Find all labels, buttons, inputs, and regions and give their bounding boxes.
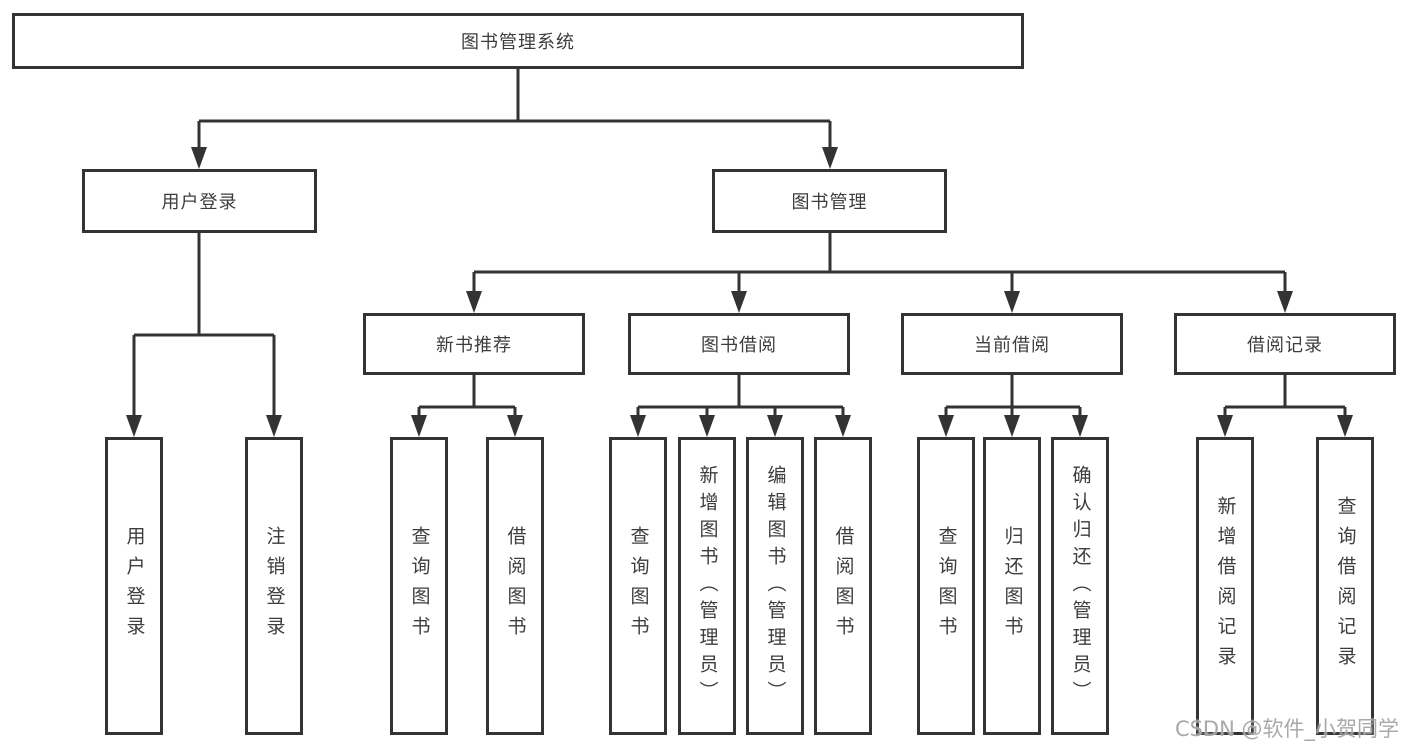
leaf-borrow-books-1: 借阅图书 <box>486 437 544 735</box>
node-user-login-label: 用户登录 <box>161 192 238 213</box>
leaf-return-books: 归还图书 <box>983 437 1041 735</box>
leaf-query-books-1-label: 查询图书 <box>408 526 431 646</box>
node-book-borrowing: 图书借阅 <box>628 313 850 375</box>
leaf-query-borrow-record-label: 查询借阅记录 <box>1334 496 1357 676</box>
leaf-logout-label: 注销登录 <box>263 526 286 646</box>
leaf-confirm-return-admin-label: 确认归还（管理员） <box>1069 464 1092 708</box>
leaf-edit-books-admin-label: 编辑图书（管理员） <box>764 464 787 708</box>
leaf-add-borrow-record: 新增借阅记录 <box>1196 437 1254 735</box>
leaf-query-borrow-record: 查询借阅记录 <box>1316 437 1374 735</box>
leaf-query-books-1: 查询图书 <box>390 437 448 735</box>
node-book-management: 图书管理 <box>712 169 947 233</box>
node-user-login: 用户登录 <box>82 169 317 233</box>
leaf-confirm-return-admin: 确认归还（管理员） <box>1051 437 1109 735</box>
leaf-logout: 注销登录 <box>245 437 303 735</box>
root-node: 图书管理系统 <box>12 13 1024 69</box>
watermark: CSDN @软件_小贺同学 <box>1174 717 1399 741</box>
leaf-user-login: 用户登录 <box>105 437 163 735</box>
node-borrowing-records-label: 借阅记录 <box>1247 335 1323 356</box>
node-new-book-recommend-label: 新书推荐 <box>436 335 512 356</box>
leaf-borrow-books-2-label: 借阅图书 <box>832 526 855 646</box>
leaf-query-books-2-label: 查询图书 <box>627 526 650 646</box>
leaf-user-login-label: 用户登录 <box>123 526 146 646</box>
leaf-query-books-3-label: 查询图书 <box>935 526 958 646</box>
leaf-add-borrow-record-label: 新增借阅记录 <box>1214 496 1237 676</box>
node-new-book-recommend: 新书推荐 <box>363 313 585 375</box>
leaf-add-books-admin-label: 新增图书（管理员） <box>696 464 719 708</box>
node-book-management-label: 图书管理 <box>791 192 868 213</box>
leaf-query-books-3: 查询图书 <box>917 437 975 735</box>
node-book-borrowing-label: 图书借阅 <box>701 335 777 356</box>
leaf-borrow-books-1-label: 借阅图书 <box>504 526 527 646</box>
leaf-add-books-admin: 新增图书（管理员） <box>678 437 736 735</box>
node-borrowing-records: 借阅记录 <box>1174 313 1396 375</box>
node-current-borrowing: 当前借阅 <box>901 313 1123 375</box>
root-node-label: 图书管理系统 <box>461 32 575 53</box>
leaf-edit-books-admin: 编辑图书（管理员） <box>746 437 804 735</box>
leaf-query-books-2: 查询图书 <box>609 437 667 735</box>
node-current-borrowing-label: 当前借阅 <box>974 335 1050 356</box>
leaf-return-books-label: 归还图书 <box>1001 526 1024 646</box>
leaf-borrow-books-2: 借阅图书 <box>814 437 872 735</box>
